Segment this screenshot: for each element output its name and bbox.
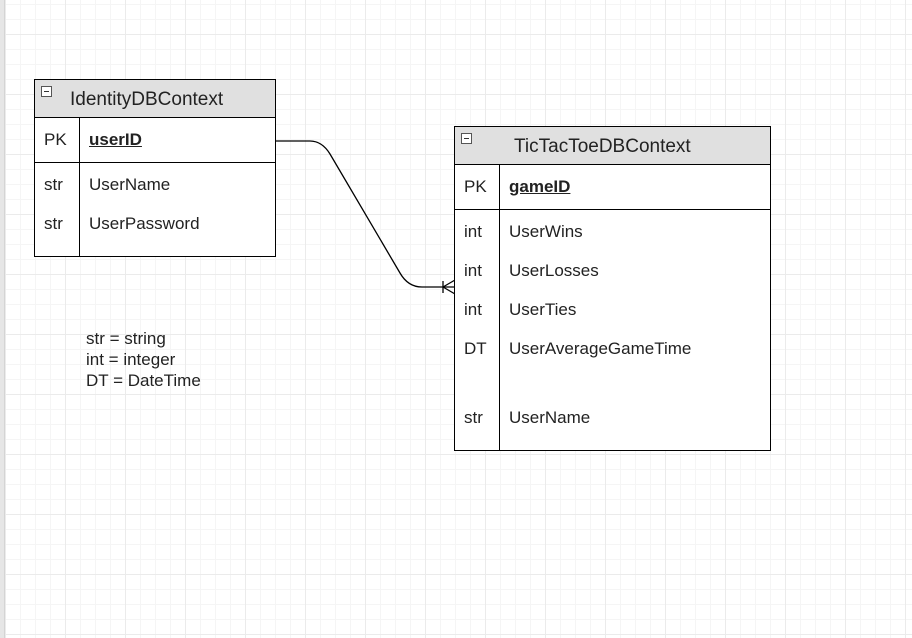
attribute-field[interactable]: UserTies	[509, 300, 577, 319]
legend-line: DT = DateTime	[86, 371, 201, 390]
entity-header[interactable]: TicTacToeDBContext	[455, 127, 770, 165]
primary-key-row[interactable]: PK userID	[35, 118, 275, 163]
legend-line: str = string	[86, 329, 166, 348]
type-label: int	[464, 222, 482, 241]
primary-key-row[interactable]: PK gameID	[455, 165, 770, 210]
key-label: PK	[44, 130, 67, 149]
entity-tictactoedbcontext[interactable]: TicTacToeDBContext PK gameID int UserWin…	[454, 126, 771, 451]
key-label: PK	[464, 177, 487, 196]
attribute-field[interactable]: UserPassword	[89, 214, 200, 233]
attribute-field[interactable]: UserName	[509, 408, 591, 427]
relationship-line	[275, 140, 455, 288]
entity-identitydbcontext[interactable]: IdentityDBContext PK userID str UserName…	[34, 79, 276, 257]
attribute-field[interactable]: UserName	[89, 175, 171, 194]
collapse-icon[interactable]	[461, 133, 472, 144]
type-label: str	[44, 175, 63, 194]
attribute-field[interactable]: UserWins	[509, 222, 583, 241]
attribute-field[interactable]: UserLosses	[509, 261, 599, 280]
type-label: int	[464, 261, 482, 280]
crow-foot-many-icon	[442, 279, 456, 295]
column-divider	[79, 118, 80, 256]
type-label: str	[464, 408, 483, 427]
entity-title: TicTacToeDBContext	[514, 136, 691, 157]
primary-key-field: userID	[89, 130, 142, 149]
collapse-icon[interactable]	[41, 86, 52, 97]
canvas-left-edge	[0, 0, 5, 638]
type-label: str	[44, 214, 63, 233]
entity-header[interactable]: IdentityDBContext	[35, 80, 275, 118]
column-divider	[499, 165, 500, 450]
legend-line: int = integer	[86, 350, 176, 369]
type-label: int	[464, 300, 482, 319]
type-label: DT	[464, 339, 487, 358]
type-legend[interactable]: str = string int = integer DT = DateTime	[86, 328, 201, 391]
primary-key-field: gameID	[509, 177, 571, 196]
attribute-field[interactable]: UserAverageGameTime	[509, 339, 692, 358]
entity-title: IdentityDBContext	[70, 89, 224, 110]
